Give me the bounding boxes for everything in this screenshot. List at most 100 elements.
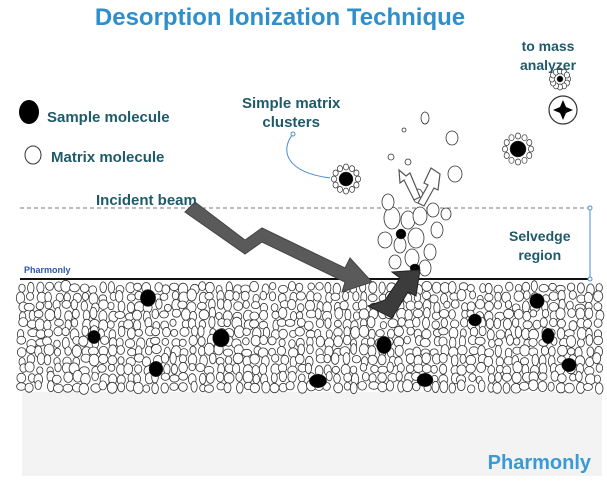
matrix-molecule <box>569 373 577 382</box>
matrix-molecule <box>460 317 469 328</box>
matrix-molecule <box>124 338 136 349</box>
matrix-molecule <box>80 372 91 385</box>
sample-molecule <box>529 293 545 309</box>
matrix-molecule <box>557 373 567 384</box>
matrix-molecule <box>71 308 80 319</box>
matrix-molecule <box>548 282 557 291</box>
matrix-molecule <box>375 329 385 338</box>
matrix-molecule <box>494 291 502 302</box>
matrix-molecule <box>123 363 133 376</box>
matrix-molecule <box>412 308 424 318</box>
matrix-molecule <box>515 132 521 140</box>
matrix-molecule <box>343 187 349 195</box>
matrix-molecule <box>342 291 350 302</box>
matrix-cluster <box>549 67 571 91</box>
matrix-molecule <box>132 309 142 321</box>
matrix-molecule <box>295 291 306 301</box>
matrix-molecule <box>43 319 52 331</box>
matrix-molecule <box>487 373 496 384</box>
matrix-molecule <box>269 382 280 394</box>
matrix-molecule <box>242 327 251 336</box>
matrix-molecule <box>80 300 88 312</box>
matrix-molecule <box>532 319 542 330</box>
matrix-molecule <box>476 361 487 373</box>
matrix-molecule <box>314 308 322 320</box>
matrix-molecule <box>402 379 413 393</box>
matrix-molecule <box>465 354 477 366</box>
matrix-molecule <box>35 301 45 311</box>
matrix-molecule <box>501 372 512 382</box>
matrix-molecule <box>503 139 510 146</box>
matrix-molecule <box>538 372 548 381</box>
matrix-molecule <box>467 384 476 394</box>
matrix-molecule <box>62 383 73 393</box>
matrix-molecule <box>287 281 296 292</box>
matrix-molecule <box>549 317 558 327</box>
matrix-molecule <box>548 291 559 302</box>
matrix-molecule <box>575 307 586 321</box>
matrix-molecule <box>186 288 197 302</box>
matrix-molecule <box>355 175 361 183</box>
matrix-molecule <box>330 292 341 301</box>
matrix-molecule <box>197 301 207 311</box>
matrix-molecule <box>396 363 405 373</box>
matrix-molecule <box>97 364 107 373</box>
ion-arrow-left <box>398 168 421 201</box>
matrix-clusters <box>331 67 571 195</box>
matrix-molecule <box>133 282 142 291</box>
ion-arrow-right <box>417 167 441 207</box>
matrix-molecule <box>548 346 556 357</box>
matrix-molecule <box>331 175 337 183</box>
desorption-plume <box>377 111 463 277</box>
matrix-molecule <box>304 362 312 374</box>
matrix-molecule <box>522 320 533 330</box>
matrix-molecule <box>259 335 268 346</box>
matrix-molecule <box>69 283 80 293</box>
matrix-molecule <box>114 311 126 319</box>
matrix-molecule <box>100 335 110 345</box>
matrix-molecule <box>343 163 349 171</box>
sample-molecule <box>309 374 327 388</box>
matrix-molecule <box>163 303 172 312</box>
matrix-molecule <box>422 316 430 330</box>
matrix-molecule <box>359 362 368 372</box>
matrix-molecule <box>506 334 514 346</box>
matrix-molecule <box>583 383 593 391</box>
matrix-molecule <box>71 344 82 358</box>
matrix-molecule <box>494 344 502 358</box>
matrix-molecule <box>387 328 395 339</box>
sample-molecule <box>541 327 555 345</box>
matrix-molecule <box>438 309 450 319</box>
matrix-molecule <box>259 290 267 301</box>
matrix-molecule <box>18 283 26 293</box>
matrix-molecule <box>54 318 64 327</box>
matrix-molecule <box>503 152 510 159</box>
matrix-molecule <box>126 301 135 313</box>
matrix-molecule <box>178 382 188 392</box>
matrix-molecule <box>385 380 394 392</box>
clusters-leader-line <box>286 133 331 179</box>
matrix-molecule <box>315 335 325 348</box>
matrix-molecule <box>126 293 136 302</box>
sample-molecule <box>148 361 164 377</box>
matrix-molecule <box>98 353 109 365</box>
matrix-molecule <box>333 373 341 384</box>
matrix-molecule <box>407 227 425 249</box>
matrix-molecule <box>414 300 423 310</box>
matrix-molecule <box>508 156 515 164</box>
matrix-molecule <box>295 353 305 365</box>
matrix-molecule <box>469 290 477 300</box>
matrix-molecule <box>383 206 401 230</box>
matrix-molecule <box>547 381 555 392</box>
matrix-molecule <box>448 309 456 320</box>
matrix-molecule <box>459 353 467 364</box>
matrix-molecule <box>188 335 198 346</box>
matrix-molecule <box>394 344 404 357</box>
matrix-molecule <box>456 288 467 302</box>
matrix-molecule <box>325 329 333 339</box>
matrix-molecule <box>515 158 521 166</box>
matrix-molecule <box>330 352 340 365</box>
matrix-molecule <box>179 338 187 347</box>
matrix-molecule <box>349 365 358 375</box>
matrix-cluster <box>331 163 361 195</box>
